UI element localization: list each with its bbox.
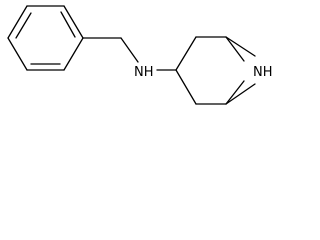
- aromatic-double-bond: [60, 11, 76, 38]
- ring-bond: [7, 5, 28, 39]
- azabicyclooctane-ring: [175, 36, 256, 105]
- benzene-ring: [7, 5, 84, 71]
- ch2-n-bond: [120, 37, 139, 63]
- aromatic-double-bond: [15, 12, 32, 39]
- bridge-bond: [225, 36, 256, 57]
- ring-bond: [225, 80, 245, 105]
- ring-bond: [7, 37, 28, 71]
- ring-bond: [175, 69, 197, 105]
- amine-nh-label: NH: [134, 65, 154, 80]
- ring-bond: [225, 36, 245, 62]
- bridge-nh-label: NH: [253, 65, 273, 80]
- bridge-bond: [225, 83, 256, 105]
- ring-bond: [63, 5, 84, 39]
- chemical-structure: NH NH: [7, 5, 273, 105]
- ring-bond: [175, 36, 197, 71]
- ring-bond: [63, 37, 84, 71]
